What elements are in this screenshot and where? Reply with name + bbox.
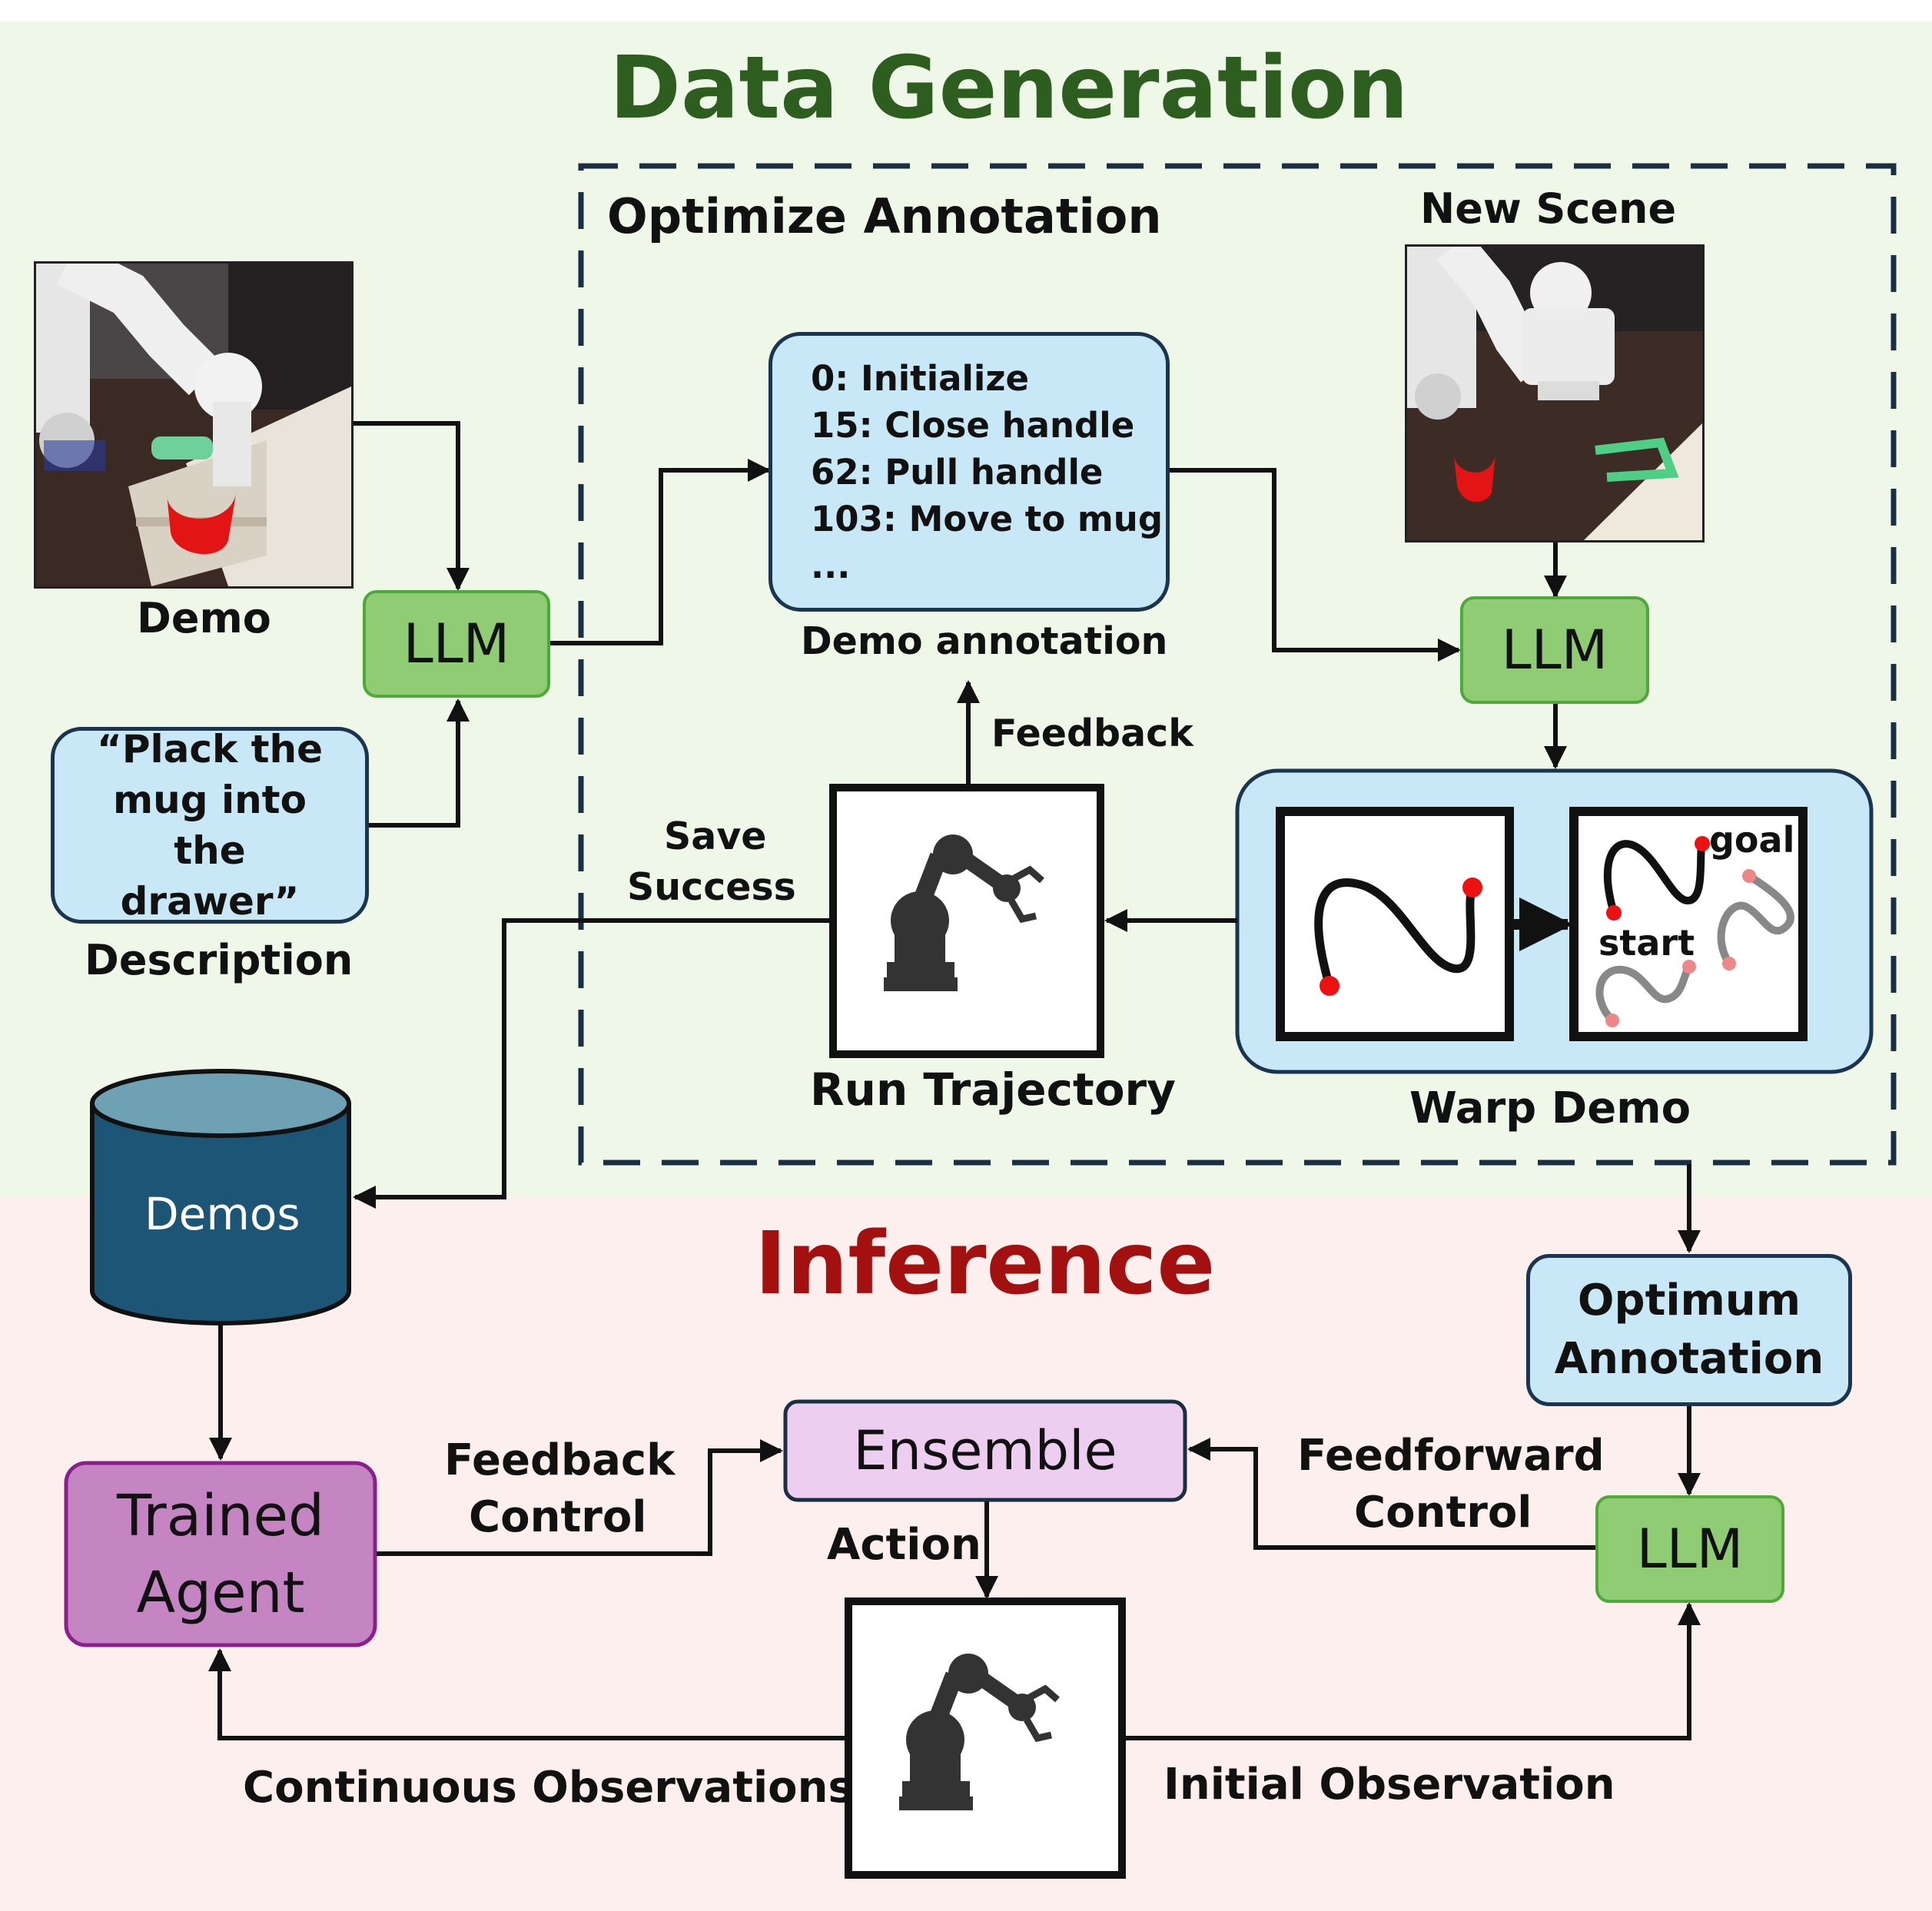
warped-trajectory-black <box>1603 840 1706 917</box>
trained-agent-line1: Trained <box>116 1482 325 1549</box>
optimize-annotation-frame <box>578 163 1897 1166</box>
feedforward-control-line2: Control <box>1354 1488 1532 1538</box>
optimum-annotation-line2: Annotation <box>1554 1334 1824 1384</box>
success-label: Success <box>627 865 796 909</box>
optimize-annotation-title: Optimize Annotation <box>607 188 1162 244</box>
feedforward-control-line1: Feedforward <box>1297 1431 1605 1481</box>
llm-box-inference: LLM <box>1595 1495 1784 1603</box>
trajectory-goal-point <box>1462 878 1482 897</box>
connectors <box>208 421 1701 1740</box>
demos-label: Demos <box>144 1188 300 1240</box>
photo-demo <box>34 261 354 589</box>
inference-robot-box <box>845 1597 1126 1879</box>
continuous-observations-label: Continuous Observations <box>243 1763 854 1813</box>
annotation-line: ... <box>811 545 851 586</box>
new-scene-label: New Scene <box>1420 184 1677 233</box>
run-trajectory-label: Run Trajectory <box>810 1063 1176 1116</box>
ensemble-label: Ensemble <box>853 1419 1117 1482</box>
warped-start-point <box>1606 905 1622 921</box>
annotation-line: 15: Close handle <box>811 404 1135 446</box>
trained-agent-box <box>64 1461 377 1647</box>
ensemble-label-box: Ensemble <box>785 1402 1185 1500</box>
annotation-line: 0: Initialize <box>811 357 1030 399</box>
run-trajectory-box <box>829 784 1104 1058</box>
llm-box-demo: LLM <box>363 590 550 698</box>
warped-trajectory-gray-2 <box>1595 963 1693 1024</box>
annotation-line: 103: Move to mug <box>811 498 1164 539</box>
llm-box-new-scene: LLM <box>1460 596 1649 704</box>
ensemble-box <box>783 1399 1187 1502</box>
save-label: Save <box>664 814 767 858</box>
trajectory-start-point <box>1320 976 1339 996</box>
description-label: Description <box>85 936 354 984</box>
demo-trajectory-curve <box>1314 878 1477 990</box>
data-generation-title: Data Generation <box>609 38 1409 138</box>
trained-agent-label-box: Trained Agent <box>66 1463 375 1645</box>
description-text: “Plack the mug into the drawer” <box>96 727 324 924</box>
annotation-line: 62: Pull handle <box>811 451 1104 493</box>
demo-annotation-caption: Demo annotation <box>801 619 1168 663</box>
feedback-control-line2: Control <box>469 1492 647 1542</box>
database-icon <box>90 1069 351 1325</box>
demo-label: Demo <box>137 594 271 642</box>
description-box: “Plack the mug into the drawer” <box>51 727 369 924</box>
warp-goal-label: goal <box>1709 819 1795 861</box>
trained-agent-line2: Agent <box>136 1559 305 1626</box>
inference-title: Inference <box>755 1214 1216 1314</box>
optimum-annotation-box: Optimum Annotation <box>1526 1254 1852 1406</box>
warped-goal-point <box>1695 836 1710 851</box>
photo-new-scene <box>1405 244 1705 542</box>
demo-annotation-box: 0: Initialize 15: Close handle 62: Pull … <box>768 332 1170 612</box>
warp-demo-label: Warp Demo <box>1409 1083 1691 1133</box>
feedback-control-line1: Feedback <box>444 1435 676 1485</box>
action-label: Action <box>827 1520 981 1570</box>
warp-start-label: start <box>1598 922 1695 964</box>
optimum-annotation-line1: Optimum <box>1577 1276 1801 1325</box>
feedback-label: Feedback <box>991 712 1193 755</box>
initial-observation-label: Initial Observation <box>1164 1760 1615 1810</box>
warped-trajectory-gray-1 <box>1717 872 1794 967</box>
